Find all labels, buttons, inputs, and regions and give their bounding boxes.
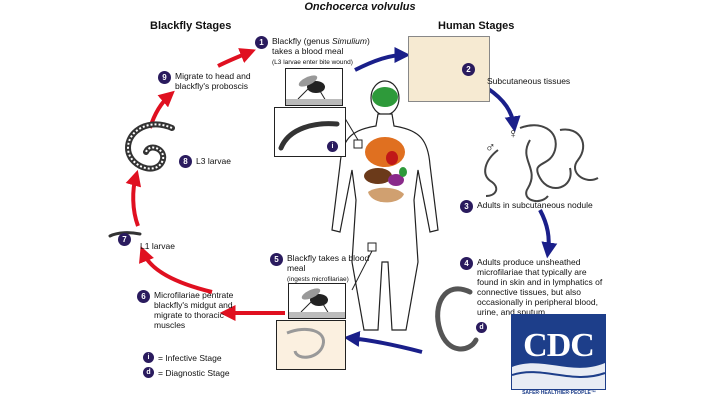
legend-infective: i = Infective Stage	[143, 352, 222, 363]
step-5-note: (ingests microfilariae)	[287, 276, 349, 283]
arrow-2-to-3	[485, 86, 521, 133]
blackfly-icon-2	[289, 288, 345, 318]
step-3: 3 Adults in subcutaneous nodule	[460, 200, 610, 213]
male-symbol: ♂	[485, 139, 496, 155]
step-7-text: L1 larvae	[140, 241, 175, 251]
legend-infective-badge: i	[143, 352, 154, 363]
legend-infective-text: = Infective Stage	[158, 352, 222, 363]
adult-worms-illustration	[484, 124, 599, 203]
step-6: 6 Microfilariae pentrate blackfly's midg…	[137, 290, 257, 330]
step-2-label: Subcutaneous tissues	[487, 76, 570, 86]
diagram-title: Onchocerca volvulus	[304, 1, 416, 13]
kidney-illustration	[399, 167, 407, 177]
step-1-number: 1	[255, 36, 268, 49]
arrow-3-to-4	[538, 209, 558, 259]
liver-illustration	[364, 168, 392, 184]
microfilaria-illustration	[435, 286, 479, 352]
stomach-illustration	[388, 174, 404, 186]
heart-illustration	[386, 151, 398, 165]
step-5-text: Blackfly takes a blood meal	[287, 253, 370, 273]
step-6-number: 6	[137, 290, 150, 303]
step-8-text: L3 larvae	[196, 156, 231, 166]
step-6-text: Microfilariae pentrate blackfly's midgut…	[154, 290, 234, 330]
step-1: 1 Blackfly (genus Simulium) takes a bloo…	[255, 36, 375, 68]
step-9: 9 Migrate to head and blackfly's probosc…	[158, 71, 273, 91]
brain-illustration	[372, 87, 398, 107]
cdc-logo: CDC	[511, 314, 606, 390]
blackfly-stages-header: Blackfly Stages	[150, 20, 232, 32]
skin-tissue-inset	[408, 36, 490, 102]
step-7-label: L1 larvae	[140, 241, 175, 251]
step-1-note: (L3 larvae enter bite wound)	[272, 59, 353, 66]
human-body-illustration	[331, 80, 439, 331]
legend-diagnostic: d = Diagnostic Stage	[143, 367, 230, 378]
step-1-genus: Simulium	[332, 36, 367, 46]
step-2: 2	[462, 63, 475, 76]
step-4-text: Adults produce unsheathed microfilariae …	[477, 257, 603, 317]
step-3-text: Adults in subcutaneous nodule	[477, 200, 593, 210]
intestine-illustration	[368, 187, 404, 203]
legend-diagnostic-badge: d	[143, 367, 154, 378]
step-4: 4 Adults produce unsheathed microfilaria…	[460, 257, 610, 317]
blackfly-ingesting-inset	[288, 283, 346, 319]
lungs-illustration	[365, 137, 405, 167]
step-9-text: Migrate to head and blackfly's proboscis	[175, 71, 251, 91]
female-symbol: ♀	[508, 125, 519, 141]
step-2-text: Subcutaneous tissues	[487, 76, 571, 86]
l3-larvae-inset: i	[274, 107, 346, 157]
step-7: 7	[118, 233, 131, 246]
infective-stage-badge: i	[327, 141, 338, 152]
legend-diagnostic-text: = Diagnostic Stage	[158, 367, 230, 378]
step-7-number: 7	[118, 233, 131, 246]
arrow-7-to-8	[125, 169, 142, 227]
blackfly-feeding-inset	[285, 68, 343, 106]
microfilariae-inset	[276, 320, 346, 370]
cdc-logo-letters: CDC	[523, 327, 595, 364]
cdc-tagline: SAFER·HEALTHIER·PEOPLE™	[522, 390, 596, 396]
step-4-number: 4	[460, 257, 473, 270]
arrow-4-to-5	[343, 330, 423, 354]
arrow-6-to-7	[139, 246, 213, 294]
l1-larva-illustration	[108, 231, 142, 238]
step-8: 8 L3 larvae	[179, 155, 231, 168]
blackfly-icon	[286, 75, 342, 105]
step-8-number: 8	[179, 155, 192, 168]
step-9-number: 9	[158, 71, 171, 84]
step-1-text-c: takes a blood meal	[272, 46, 344, 56]
diagnostic-stage-badge: d	[476, 322, 487, 333]
arrow-1-to-2	[354, 47, 411, 72]
step-2-number: 2	[462, 63, 475, 76]
step-3-number: 3	[460, 200, 473, 213]
step-5-number: 5	[270, 253, 283, 266]
step-1-text-b: )	[366, 36, 370, 46]
arrow-9-to-1	[217, 48, 256, 68]
human-stages-header: Human Stages	[438, 20, 515, 32]
step-1-text-a: Blackfly (genus	[272, 36, 332, 46]
step-5: 5 Blackfly takes a blood meal (ingests m…	[270, 253, 370, 285]
